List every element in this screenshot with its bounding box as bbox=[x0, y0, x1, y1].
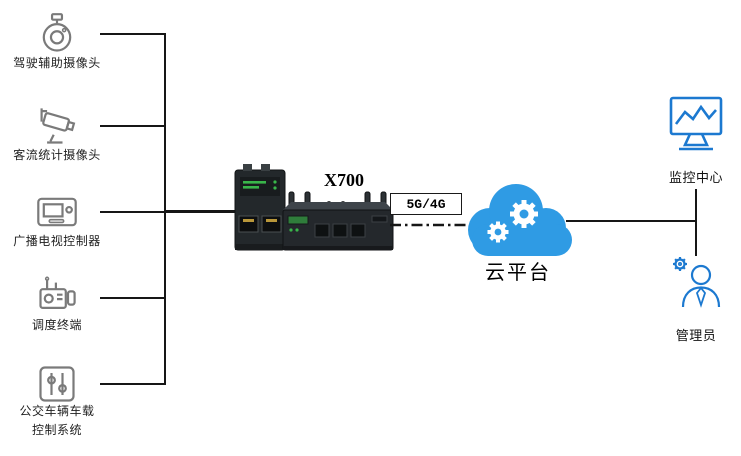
cloud-to-center-line bbox=[566, 220, 697, 222]
branch-line-2 bbox=[100, 125, 165, 127]
branch-line-4 bbox=[100, 297, 165, 299]
cctv-camera-icon bbox=[35, 104, 79, 153]
dispatch-terminal-icon bbox=[35, 276, 79, 325]
cloud-platform-label: 云平台 bbox=[485, 262, 551, 284]
admin-person-gear-icon bbox=[668, 254, 724, 319]
router-model-label: X700 bbox=[324, 170, 364, 190]
branch-line-5 bbox=[100, 383, 165, 385]
vehicle-sliders-icon bbox=[35, 362, 79, 411]
administrator-label: 管理员 bbox=[675, 328, 717, 343]
right-vertical-line bbox=[695, 189, 697, 256]
router-feed-line bbox=[166, 210, 236, 213]
device-label-dispatch-terminal: 调度终端 bbox=[31, 318, 82, 332]
dome-camera-icon bbox=[35, 12, 79, 61]
monitor-chart-icon bbox=[666, 95, 726, 160]
dash-dot-link-line bbox=[390, 223, 470, 227]
device-label-onboard-control: 公交车辆车载控制系统 bbox=[19, 404, 95, 437]
device-label-tv-controller: 广播电视控制器 bbox=[13, 234, 101, 248]
cloud-gears-icon bbox=[460, 178, 575, 273]
device-label-driving-camera: 驾驶辅助摄像头 bbox=[13, 56, 101, 70]
device-label-passenger-camera: 客流统计摄像头 bbox=[13, 148, 101, 162]
link-5g4g-label: 5G/4G bbox=[406, 196, 446, 212]
monitoring-center-label: 监控中心 bbox=[668, 170, 723, 185]
bus-line bbox=[164, 33, 166, 385]
tv-controller-icon bbox=[35, 190, 79, 239]
branch-line-1 bbox=[100, 33, 165, 35]
router-device-image bbox=[225, 158, 395, 268]
branch-line-3 bbox=[100, 211, 165, 213]
link-5g4g-badge: 5G/4G bbox=[390, 193, 462, 215]
